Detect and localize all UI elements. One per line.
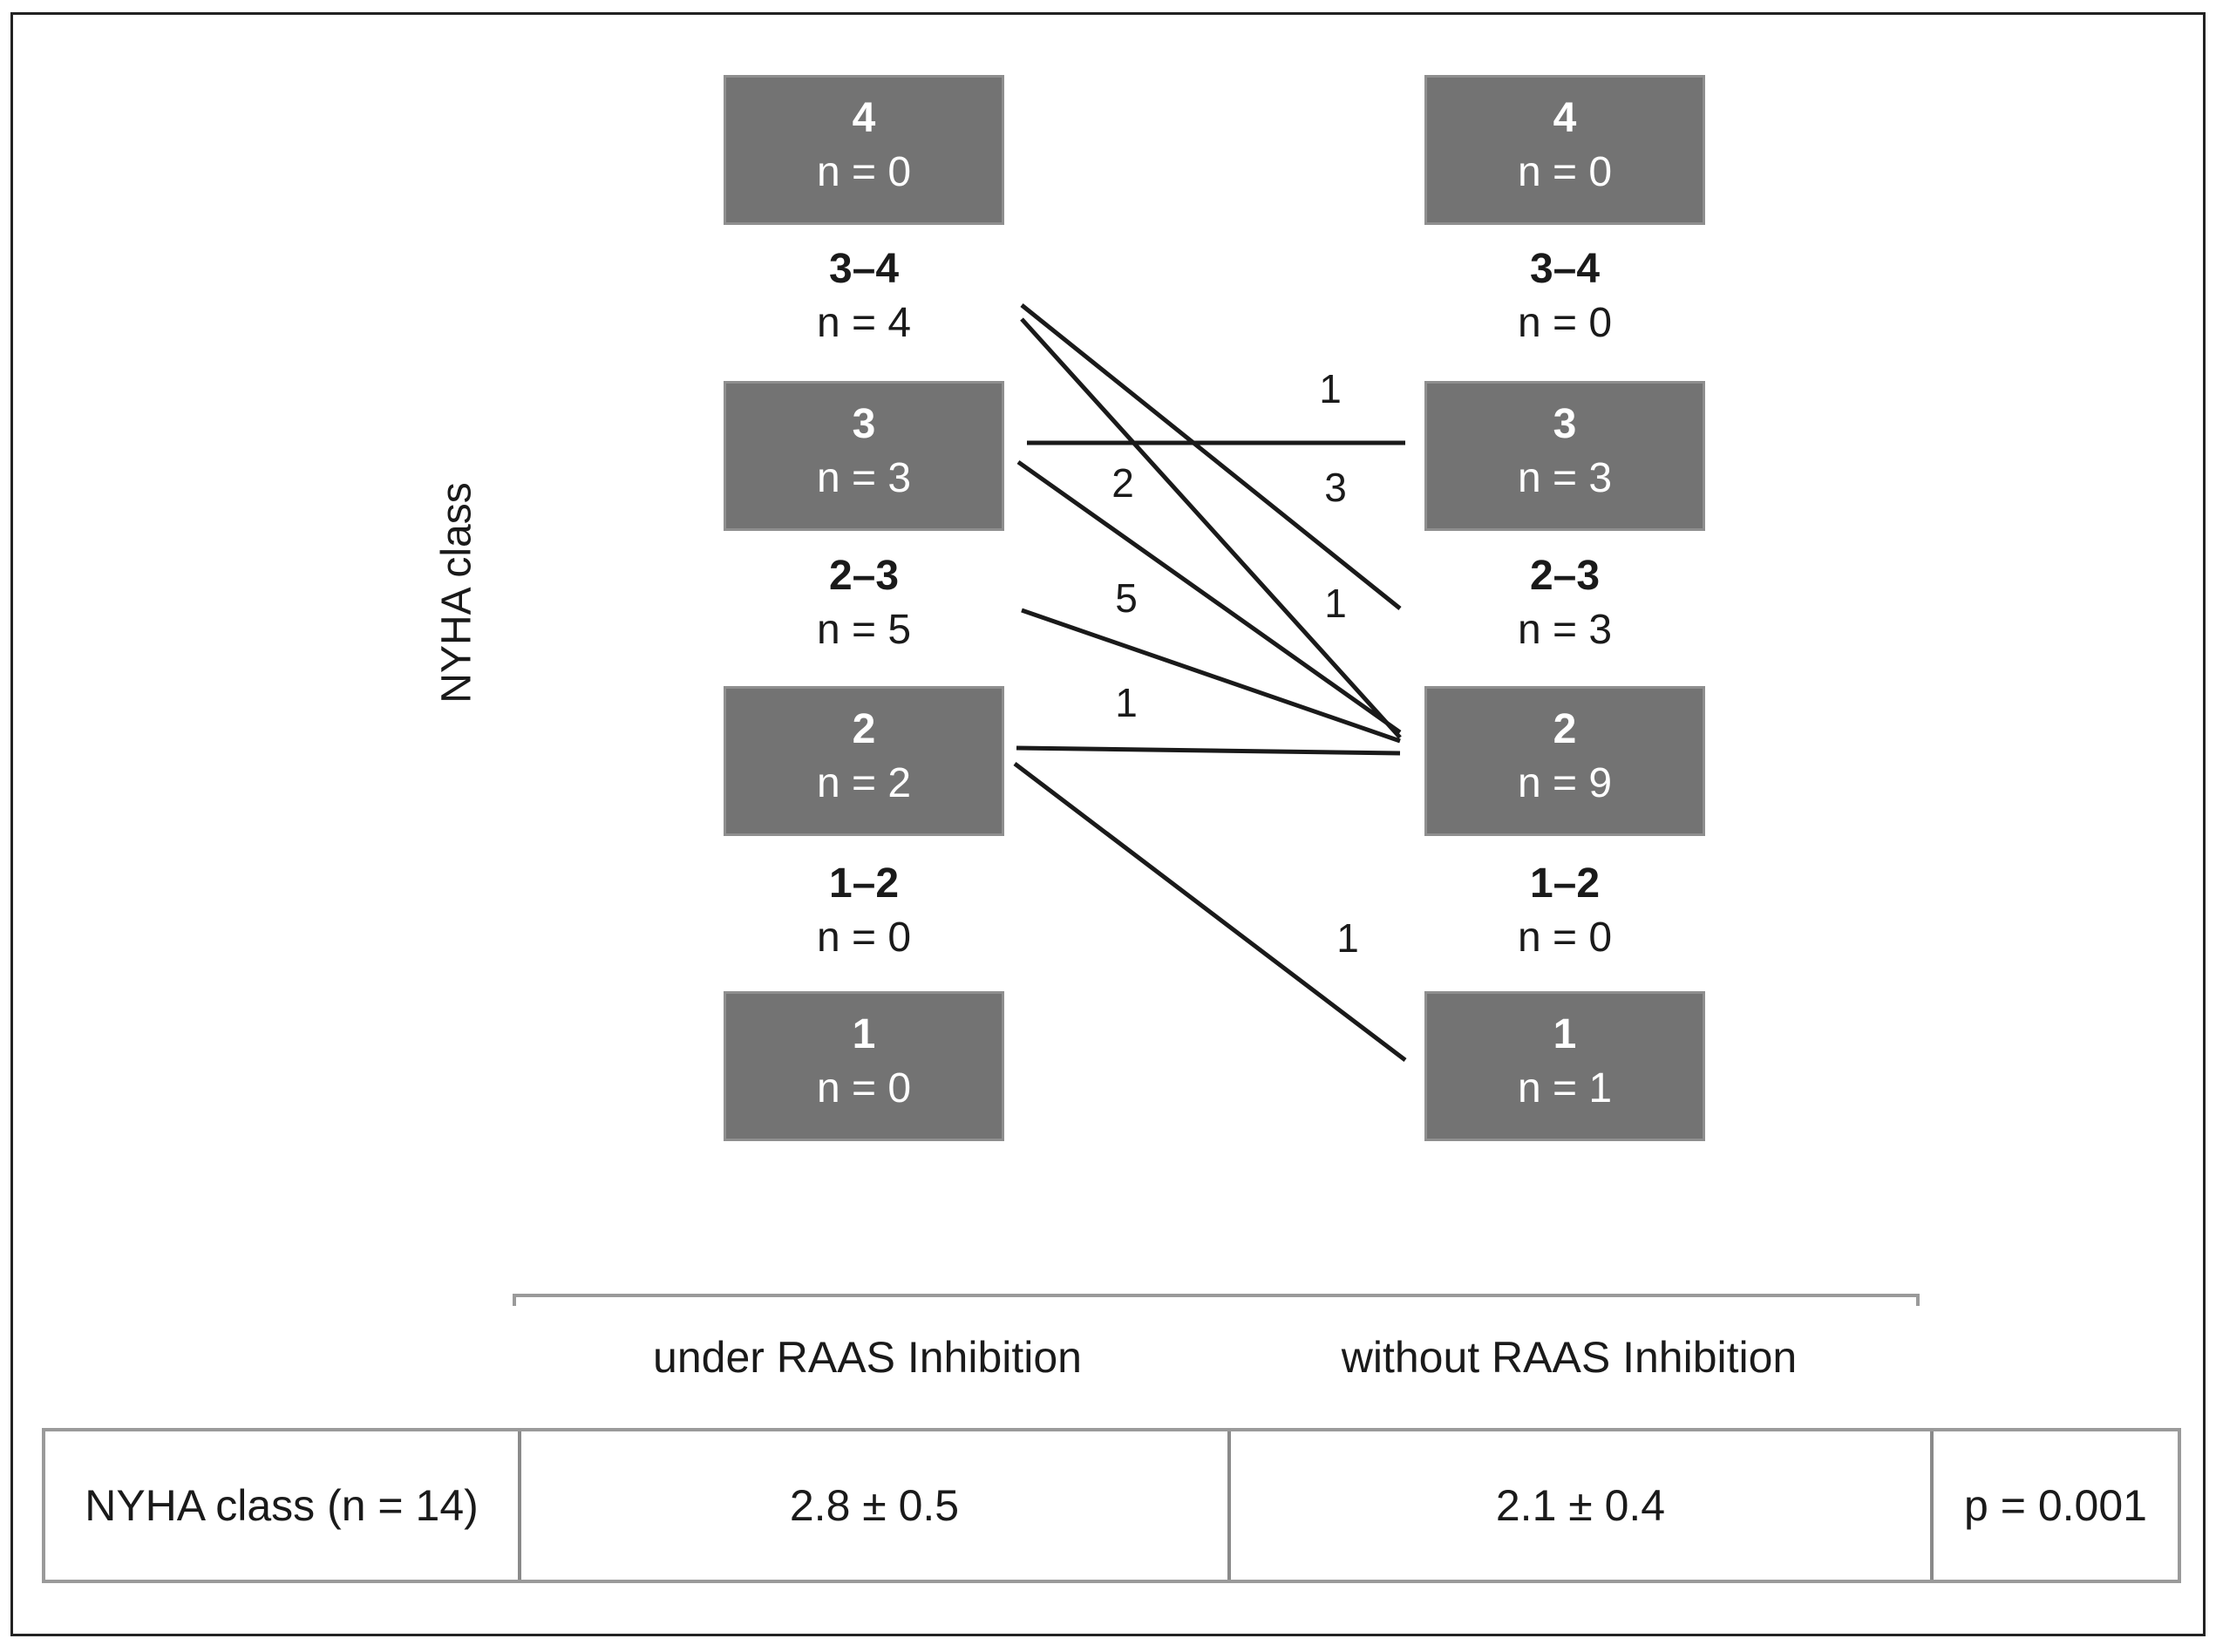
node-class: 2 <box>852 706 876 752</box>
transition-line <box>1016 745 1401 756</box>
transition-count-label: 1 <box>1115 680 1138 725</box>
transition-count-label: 1 <box>1336 915 1359 961</box>
left-node-class-4: 4 n = 0 <box>724 75 1004 225</box>
summary-table: NYHA class (n = 14) 2.8 ± 0.5 2.1 ± 0.4 … <box>42 1428 2181 1583</box>
node-class: 3 <box>1553 401 1577 447</box>
figure-frame <box>10 12 2206 1636</box>
node-count: n = 3 <box>816 455 912 501</box>
left-node-class-2: 2 n = 2 <box>724 686 1004 836</box>
transition-line <box>1020 303 1402 610</box>
node-class: 2 <box>1553 706 1577 752</box>
table-without-value: 2.1 ± 0.4 <box>1227 1431 1930 1580</box>
table-row-label: NYHA class (n = 14) <box>85 1481 479 1530</box>
between-class: 2–3 <box>828 553 900 599</box>
right-node-class-1: 1 n = 1 <box>1424 991 1705 1141</box>
between-count: n = 0 <box>1517 914 1613 961</box>
between-count: n = 3 <box>1517 607 1613 653</box>
transition-count-label: 3 <box>1324 465 1347 510</box>
transition-line <box>1021 608 1401 744</box>
node-count: n = 1 <box>1517 1065 1613 1112</box>
node-count: n = 0 <box>816 149 912 195</box>
table-p-value: p = 0.001 <box>1930 1431 2178 1580</box>
transition-count-label: 2 <box>1111 460 1134 506</box>
between-count: n = 4 <box>816 300 912 346</box>
right-node-class-3: 3 n = 3 <box>1424 381 1705 531</box>
transition-line <box>1020 317 1402 739</box>
node-count: n = 0 <box>1517 149 1613 195</box>
between-class: 1–2 <box>1529 860 1601 907</box>
transition-count-label: 1 <box>1319 366 1342 411</box>
node-count: n = 0 <box>816 1065 912 1112</box>
between-class: 2–3 <box>1529 553 1601 599</box>
node-count: n = 9 <box>1517 760 1613 806</box>
group-label-without: without RAAS Inhibition <box>1341 1333 1798 1382</box>
between-class: 1–2 <box>828 860 900 907</box>
node-class: 1 <box>1553 1011 1577 1057</box>
group-label-under: under RAAS Inhibition <box>653 1333 1082 1382</box>
transition-line <box>1013 762 1407 1062</box>
between-class: 3–4 <box>1529 246 1601 292</box>
between-count: n = 0 <box>1517 300 1613 346</box>
between-class: 3–4 <box>828 246 900 292</box>
node-class: 4 <box>1553 95 1577 141</box>
right-node-class-4: 4 n = 0 <box>1424 75 1705 225</box>
right-node-class-2: 2 n = 9 <box>1424 686 1705 836</box>
node-class: 1 <box>852 1011 876 1057</box>
transition-count-label: 5 <box>1115 575 1138 621</box>
transition-line <box>1016 459 1402 735</box>
transition-count-label: 1 <box>1324 581 1347 626</box>
between-count: n = 0 <box>816 914 912 961</box>
node-count: n = 3 <box>1517 455 1613 501</box>
node-class: 4 <box>852 95 876 141</box>
node-class: 3 <box>852 401 876 447</box>
left-node-class-1: 1 n = 0 <box>724 991 1004 1141</box>
left-node-class-3: 3 n = 3 <box>724 381 1004 531</box>
group-bracket <box>513 1294 1920 1306</box>
table-under-value: 2.8 ± 0.5 <box>518 1431 1227 1580</box>
node-count: n = 2 <box>816 760 912 806</box>
between-count: n = 5 <box>816 607 912 653</box>
